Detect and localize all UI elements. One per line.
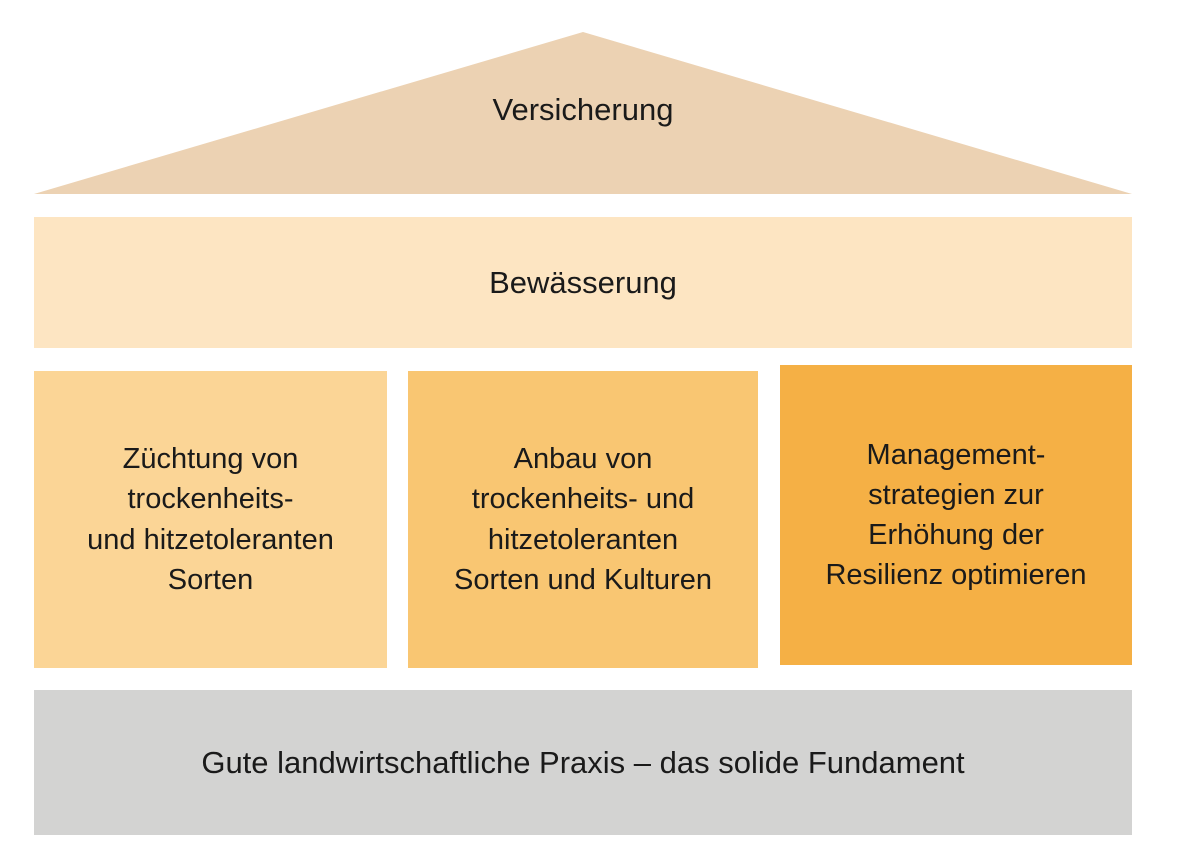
pillar-management: Management- strategien zur Erhöhung der …	[780, 365, 1132, 665]
roof-triangle: Versicherung	[34, 32, 1132, 194]
pillar-breeding-label: Züchtung von trockenheits- und hitzetole…	[87, 439, 334, 599]
pillar-management-line-4: Resilienz optimieren	[825, 559, 1087, 592]
pillar-cultivation-line-4: Sorten und Kulturen	[454, 563, 712, 596]
pillar-breeding: Züchtung von trockenheits- und hitzetole…	[34, 371, 387, 668]
pillar-management-label: Management- strategien zur Erhöhung der …	[825, 435, 1086, 595]
pillar-cultivation: Anbau von trockenheits- und hitzetoleran…	[408, 371, 758, 668]
pillar-cultivation-line-2: trockenheits- und	[471, 483, 695, 516]
pillar-management-line-1: Management-	[866, 438, 1046, 471]
pillar-cultivation-line-1: Anbau von	[513, 443, 653, 476]
foundation-bar: Gute landwirtschaftliche Praxis – das so…	[34, 690, 1132, 835]
irrigation-band-label: Bewässerung	[489, 264, 677, 300]
pillar-breeding-line-3: und hitzetoleranten	[87, 523, 334, 556]
pillar-management-line-3: Erhöhung der	[868, 519, 1044, 551]
roof-label: Versicherung	[492, 92, 674, 128]
pillar-management-line-2: strategien zur	[868, 478, 1044, 511]
foundation-label: Gute landwirtschaftliche Praxis – das so…	[201, 744, 965, 780]
pillar-cultivation-label: Anbau von trockenheits- und hitzetoleran…	[454, 439, 712, 599]
pillar-cultivation-line-3: hitzetoleranten	[487, 523, 679, 556]
pillar-breeding-line-2: trockenheits-	[127, 483, 294, 516]
pillar-breeding-line-4: Sorten	[167, 563, 254, 596]
irrigation-band: Bewässerung	[34, 217, 1132, 348]
pillar-breeding-line-1: Züchtung von	[122, 443, 299, 476]
